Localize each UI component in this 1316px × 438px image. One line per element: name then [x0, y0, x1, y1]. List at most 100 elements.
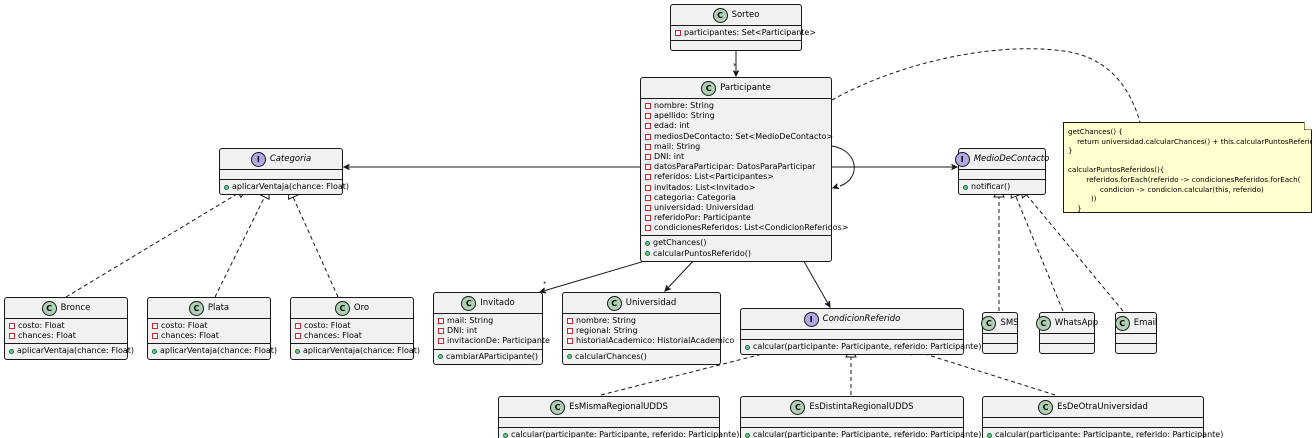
public-visibility-icon [645, 251, 650, 257]
field-row: mail: String [438, 316, 538, 326]
field-row: invitados: List<Invitado> [645, 183, 827, 193]
class-icon: C [1038, 399, 1054, 415]
field-row: condicionesReferidos: List<CondicionRefe… [645, 223, 848, 233]
private-visibility-icon [152, 333, 158, 340]
class-name: Email [1133, 318, 1158, 328]
field-text: nombre: String [654, 101, 714, 110]
public-visibility-icon [645, 241, 650, 247]
method-text: aplicarVentaja(chance: Float) [160, 346, 278, 356]
interface-icon: I [250, 151, 266, 167]
public-visibility-icon [745, 344, 750, 350]
code-note[interactable]: getChances() { return universidad.calcul… [1063, 122, 1312, 213]
private-visibility-icon [645, 123, 651, 130]
field-text: mediosDeContacto: Set<MedioDeContacto> [654, 131, 834, 141]
class-name: Universidad [625, 298, 677, 308]
methods-section: calcular(participante: Participante, ref… [499, 427, 739, 438]
method-row: calcular(participante: Participante, ref… [503, 430, 739, 438]
private-visibility-icon [645, 143, 651, 150]
field-text: historialAcademico: HistorialAcademico [576, 336, 735, 346]
methods-section: aplicarVentaja(chance: Float) [148, 343, 277, 358]
field-row: invitacionDe: Participante [438, 336, 550, 346]
realization-line [292, 196, 339, 298]
field-text: costo: Float [161, 321, 208, 330]
association-line [801, 257, 831, 308]
private-visibility-icon [645, 103, 651, 110]
private-visibility-icon [645, 194, 651, 201]
public-visibility-icon [438, 354, 443, 360]
fields-section [983, 333, 1017, 343]
field-row: regional: String [567, 326, 716, 336]
field-row: costo: Float [152, 321, 266, 331]
methods-section: aplicarVentaja(chance: Float) [220, 179, 349, 194]
class-name: Participante [720, 83, 771, 93]
field-text: datosParaParticipar: DatosParaParticipar [654, 162, 816, 172]
field-text: invitados: List<Invitado> [654, 182, 756, 192]
field-row: participantes: Set<Participante> [675, 28, 816, 38]
methods-section: calcularChances() [563, 348, 720, 364]
fields-section [741, 329, 963, 339]
method-row: calcularChances() [567, 352, 716, 362]
field-row: chances: Float [295, 331, 409, 341]
method-text: calcular(participante: Participante, ref… [995, 430, 1224, 438]
method-row: notificar() [963, 182, 1041, 192]
methods-section [1040, 343, 1094, 353]
field-row: referidos: List<Participantes> [645, 172, 827, 182]
field-text: costo: Float [304, 321, 351, 330]
private-visibility-icon [645, 164, 651, 171]
association-arrowhead [342, 163, 350, 171]
methods-section: cambiarAParticipante() [434, 348, 542, 364]
realization-line [600, 348, 781, 396]
class-name: WhatsApp [1054, 318, 1099, 328]
class-icon: C [1114, 315, 1130, 331]
fields-section [1116, 333, 1156, 343]
field-row: chances: Float [152, 331, 266, 341]
field-text: DNI: int [654, 151, 685, 161]
methods-section: getChances()calcularPuntosReferido() [641, 235, 831, 260]
public-visibility-icon [987, 432, 992, 438]
field-text: universidad: Universidad [654, 202, 754, 212]
method-text: calcular(participante: Participante, ref… [511, 430, 740, 438]
private-visibility-icon [9, 323, 15, 330]
fields-section [1040, 333, 1094, 343]
methods-section: calcular(participante: Participante, ref… [741, 339, 981, 354]
field-row: historialAcademico: HistorialAcademico [567, 336, 734, 346]
fields-section [983, 417, 1203, 427]
interface-icon: I [803, 311, 819, 327]
field-row: costo: Float [9, 321, 123, 331]
class-name: CondicionReferido [822, 314, 901, 324]
field-row: costo: Float [295, 321, 409, 331]
class-name: Sorteo [731, 10, 760, 20]
realization-line [912, 349, 1056, 396]
class-name: Oro [353, 303, 370, 313]
method-row: getChances() [645, 238, 827, 248]
field-text: regional: String [576, 326, 638, 336]
association-arrowhead [831, 183, 840, 190]
field-row: universidad: Universidad [645, 203, 827, 213]
class-name: EsDeOtraUniversidad [1057, 402, 1148, 412]
